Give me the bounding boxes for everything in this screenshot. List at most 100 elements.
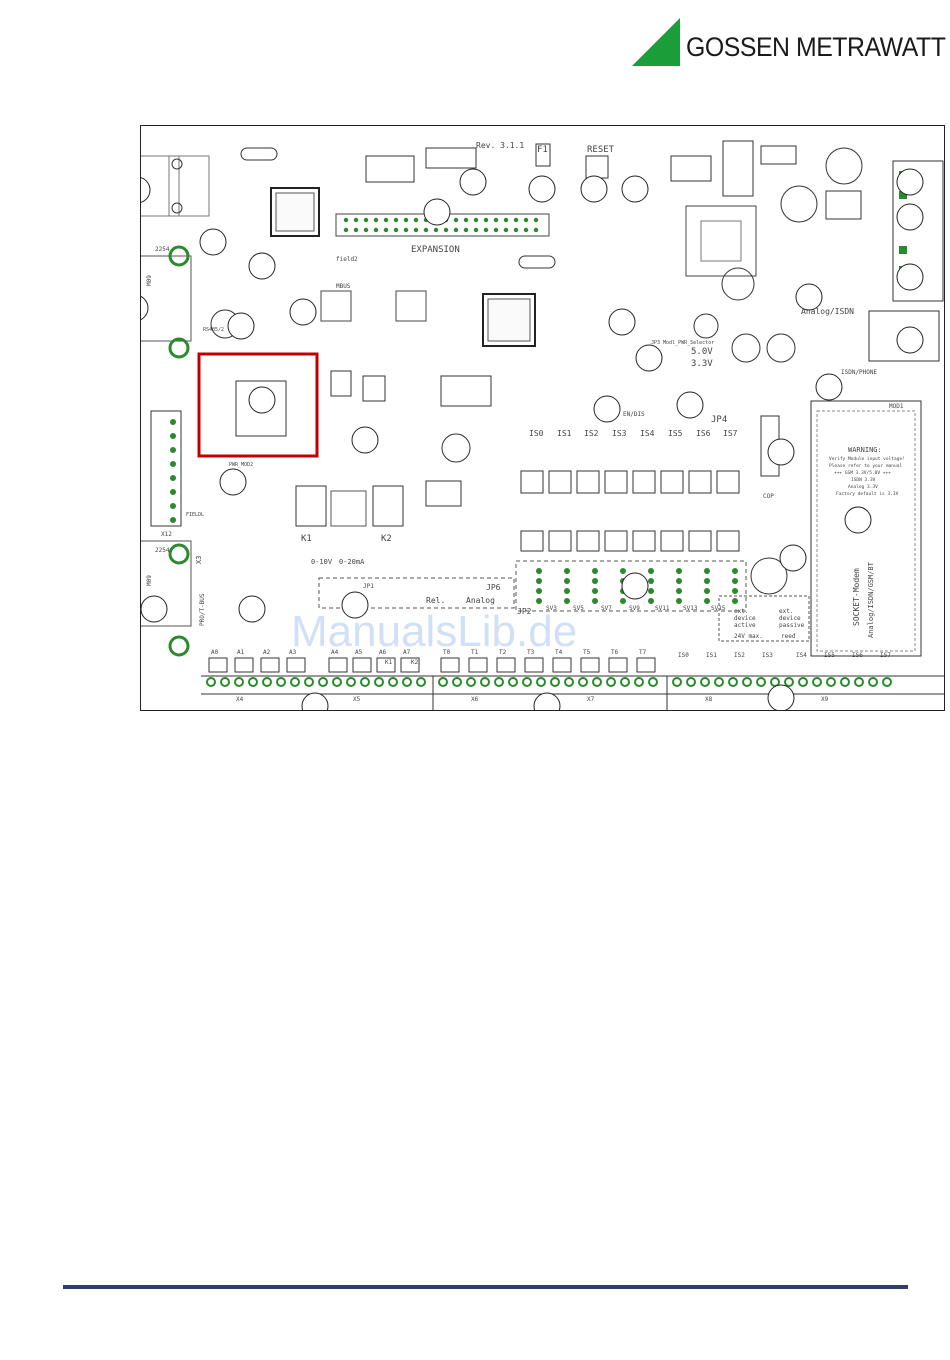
pwr-mod-label: PWR_MOD2 xyxy=(229,462,253,468)
mod1-label: MOD1 xyxy=(889,403,904,410)
fieldl-label: FIELDL xyxy=(186,512,204,518)
analog-label-4: A4 xyxy=(331,649,339,656)
terminal-x7-label: X7 xyxy=(587,696,595,703)
ext-active-3: active xyxy=(734,622,756,629)
relay-label-k2: K2 xyxy=(411,659,419,666)
m09-top-label: M09 xyxy=(146,275,153,286)
ext-active-1: ext. xyxy=(734,608,748,615)
terminal-x5-label: X5 xyxy=(353,696,361,703)
sv-label-9: SV9 xyxy=(629,605,640,612)
t-label-2: T2 xyxy=(499,649,507,656)
is-label-1: IS1 xyxy=(557,429,572,438)
analog-label-7: A7 xyxy=(403,649,411,656)
pcb-layout: EXPANSION Rev. 3.1.1 F1 RESET An xyxy=(141,140,944,710)
serial-connector-bottom xyxy=(141,540,192,627)
relay-k2 xyxy=(372,485,404,527)
sv-label-3: SV3 xyxy=(546,605,557,612)
warning-line-5: Analog 3.3V xyxy=(848,484,878,490)
x12-terminal xyxy=(150,410,182,527)
brand-name: GOSSEN METRAWATT xyxy=(686,32,946,62)
is-label-0: IS0 xyxy=(529,429,544,438)
jp2-label: JP2 xyxy=(517,607,532,616)
cop-label: COP xyxy=(763,493,774,500)
is-label-6: IS6 xyxy=(696,429,711,438)
reset-button xyxy=(585,155,609,179)
c254-bottom-label: 2254 xyxy=(155,547,170,554)
socket-modem-types: Analog/ISDN/GSM/BT xyxy=(867,561,875,638)
t-label-0: T0 xyxy=(443,649,451,656)
callout-markers xyxy=(141,168,924,710)
brand-triangle-icon xyxy=(632,18,680,66)
s-label-7: IS7 xyxy=(880,652,891,659)
sv-label-15: SV15 xyxy=(711,605,726,612)
analog-label-2: A2 xyxy=(263,649,271,656)
jp6-jumper xyxy=(318,577,515,609)
analog-label: Analog xyxy=(466,596,495,605)
serial-connector-top xyxy=(141,255,192,342)
jp3-label: JP3 Modl_PWR_Selector xyxy=(651,340,714,346)
k1-label: K1 xyxy=(301,534,312,544)
socket-modem xyxy=(810,400,922,657)
expansion-label: EXPANSION xyxy=(411,245,460,255)
warning-line-2: Please refer to your manual xyxy=(829,463,902,469)
pcb-board-diagram: EXPANSION Rev. 3.1.1 F1 RESET An xyxy=(140,125,945,711)
v50-label: 5.0V xyxy=(691,347,713,357)
terminal-x8-label: X8 xyxy=(705,696,713,703)
isdn-phone-label: ISDN/PHONE xyxy=(841,369,878,376)
en-dis-label: EN/DIS xyxy=(623,411,645,418)
warning-title: WARNING: xyxy=(848,446,882,454)
s-label-2: IS2 xyxy=(734,652,745,659)
s-label-5: IS5 xyxy=(824,652,835,659)
ext-passive-1: ext. xyxy=(779,608,793,615)
sv-label-7: SV7 xyxy=(601,605,612,612)
analog-label-5: A5 xyxy=(355,649,363,656)
sv-label-5: SV5 xyxy=(573,605,584,612)
watermark: ManualsLib.de xyxy=(291,607,577,656)
socket-modem-label: SOCKET-Modem xyxy=(852,568,861,626)
s-label-3: IS3 xyxy=(762,652,773,659)
t-label-3: T3 xyxy=(527,649,535,656)
sv-label-13: SV13 xyxy=(683,605,698,612)
m09-bottom-label: M09 xyxy=(146,575,153,586)
pro-bus-label: PRO/T-BUS xyxy=(199,593,206,626)
is-label-4: IS4 xyxy=(640,429,655,438)
s-label-4: IS4 xyxy=(796,652,807,659)
jp2-jumper xyxy=(515,560,747,612)
rel-label: Rel. xyxy=(426,596,445,605)
terminal-x6-label: X6 xyxy=(471,696,479,703)
is-label-3: IS3 xyxy=(612,429,627,438)
footer-divider xyxy=(63,1285,908,1289)
x12-label: X12 xyxy=(161,531,172,538)
v24-label: 24V max. xyxy=(734,633,763,640)
mbus-label: MBUS xyxy=(336,283,351,290)
k2-label: K2 xyxy=(381,534,392,544)
warning-line-3: +++ GSM 3.3V/5.0V +++ xyxy=(834,470,891,476)
warning-line-1: Verify Module input voltage! xyxy=(829,456,905,462)
jp1-label: JP1 xyxy=(363,583,374,590)
is-label-2: IS2 xyxy=(584,429,599,438)
sv-label-11: SV11 xyxy=(655,605,670,612)
t-label-6: T6 xyxy=(611,649,619,656)
power-terminal xyxy=(892,160,944,302)
t-label-4: T4 xyxy=(555,649,563,656)
relay-label-k1: K1 xyxy=(385,659,393,666)
ext-passive-2: device xyxy=(779,615,801,622)
t-label-5: T5 xyxy=(583,649,591,656)
mcu-chip xyxy=(482,293,536,347)
brand-logo: GOSSEN METRAWATT xyxy=(632,18,948,70)
ext-active-2: device xyxy=(734,615,756,622)
s-label-0: IS0 xyxy=(678,652,689,659)
fuse-label: F1 xyxy=(537,145,548,155)
revision-label: Rev. 3.1.1 xyxy=(476,141,524,150)
field2-label: field2 xyxy=(336,256,358,263)
reed-label: reed xyxy=(781,633,796,640)
jp6-label: JP6 xyxy=(486,583,501,592)
c254-top-label: 2254 xyxy=(155,246,170,253)
cpu-chip xyxy=(270,187,320,237)
ext-passive-3: passive xyxy=(779,622,805,629)
terminal-x4-label: X4 xyxy=(236,696,244,703)
range-voltage-label: 0-10V xyxy=(311,558,333,566)
x3-label: X3 xyxy=(195,556,203,564)
analog-label-1: A1 xyxy=(237,649,245,656)
range-current-label: 0-20mA xyxy=(339,558,365,566)
